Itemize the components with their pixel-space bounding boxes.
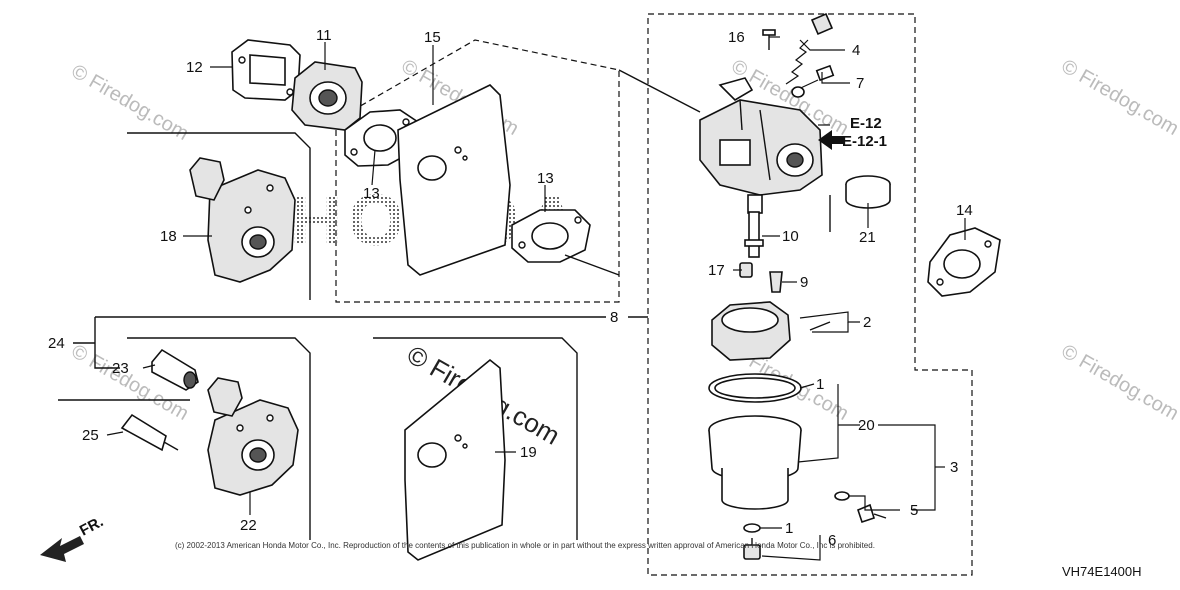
- callout-23: 23: [112, 360, 129, 377]
- part-1-washer: [743, 523, 761, 533]
- reference-e12-1: E-12-1: [842, 133, 887, 150]
- callout-2: 2: [863, 314, 871, 331]
- callout-14: 14: [956, 202, 973, 219]
- callout-21: 21: [859, 229, 876, 246]
- callout-19: 19: [520, 444, 537, 461]
- part-18-intake: [189, 157, 296, 283]
- callout-22: 22: [240, 517, 257, 534]
- part-25-fitting: [120, 413, 179, 452]
- callout-16: 16: [728, 29, 745, 46]
- callout-13: 13: [537, 170, 554, 187]
- part-7-screw: [791, 64, 835, 98]
- part-4-screw-spring: [785, 12, 834, 85]
- callout-13: 13: [363, 185, 380, 202]
- callout-12: 12: [186, 59, 203, 76]
- callout-6: 6: [828, 532, 836, 549]
- callout-20: 20: [858, 417, 875, 434]
- callout-7: 7: [856, 75, 864, 92]
- part-16-screw: [762, 29, 776, 50]
- part-13-gasket-right: [511, 209, 591, 263]
- front-direction-indicator: FR.: [40, 513, 106, 562]
- part-2-float: [711, 301, 831, 361]
- part-1-o-ring: [708, 373, 802, 403]
- callout-4: 4: [852, 42, 860, 59]
- part-11-insulator: [291, 61, 363, 131]
- callout-1: 1: [816, 376, 824, 393]
- callout-8: 8: [610, 309, 618, 326]
- part-14-gasket: [927, 227, 1001, 297]
- part-23-pipe: [151, 348, 199, 391]
- copyright-notice: (c) 2002-2013 American Honda Motor Co., …: [175, 541, 875, 550]
- front-label: FR.: [77, 513, 106, 539]
- part-19-plate: [404, 358, 506, 561]
- part-12-gasket: [231, 39, 301, 101]
- callout-9: 9: [800, 274, 808, 291]
- part-carburetor: [699, 77, 823, 214]
- callout-18: 18: [160, 228, 177, 245]
- part-22-intake: [207, 377, 299, 496]
- group-brackets: [58, 13, 973, 576]
- front-arrow-icon: [40, 536, 84, 562]
- callout-11: 11: [316, 27, 332, 44]
- part-20-float-chamber: [708, 415, 802, 510]
- part-9-jet: [769, 271, 783, 293]
- reference-arrow-icon: [818, 130, 845, 150]
- drawing-code: VH74E1400H: [1062, 564, 1142, 579]
- callout-24: 24: [48, 335, 65, 352]
- leader-lines: [106, 36, 966, 561]
- callout-3: 3: [950, 459, 958, 476]
- part-6-bolt: [743, 538, 761, 560]
- callout-labels: 12 11 15 13 13 18 16 4 7 E-12 E-12-1 10 …: [48, 27, 973, 549]
- watermark-text: © Firedog.com: [1058, 340, 1180, 425]
- callout-25: 25: [82, 427, 99, 444]
- callout-5: 5: [910, 502, 918, 519]
- part-15-plate: [397, 84, 511, 276]
- callout-17: 17: [708, 262, 725, 279]
- callout-1-washer: 1: [785, 520, 793, 537]
- reference-e12: E-12: [850, 115, 882, 132]
- watermark-text: © Firedog.com: [1058, 55, 1180, 140]
- part-10-drain-screw: [744, 211, 764, 258]
- part-21-cap: [845, 175, 891, 209]
- callout-15: 15: [424, 29, 441, 46]
- callout-10: 10: [782, 228, 799, 245]
- part-5-screws: [834, 491, 887, 524]
